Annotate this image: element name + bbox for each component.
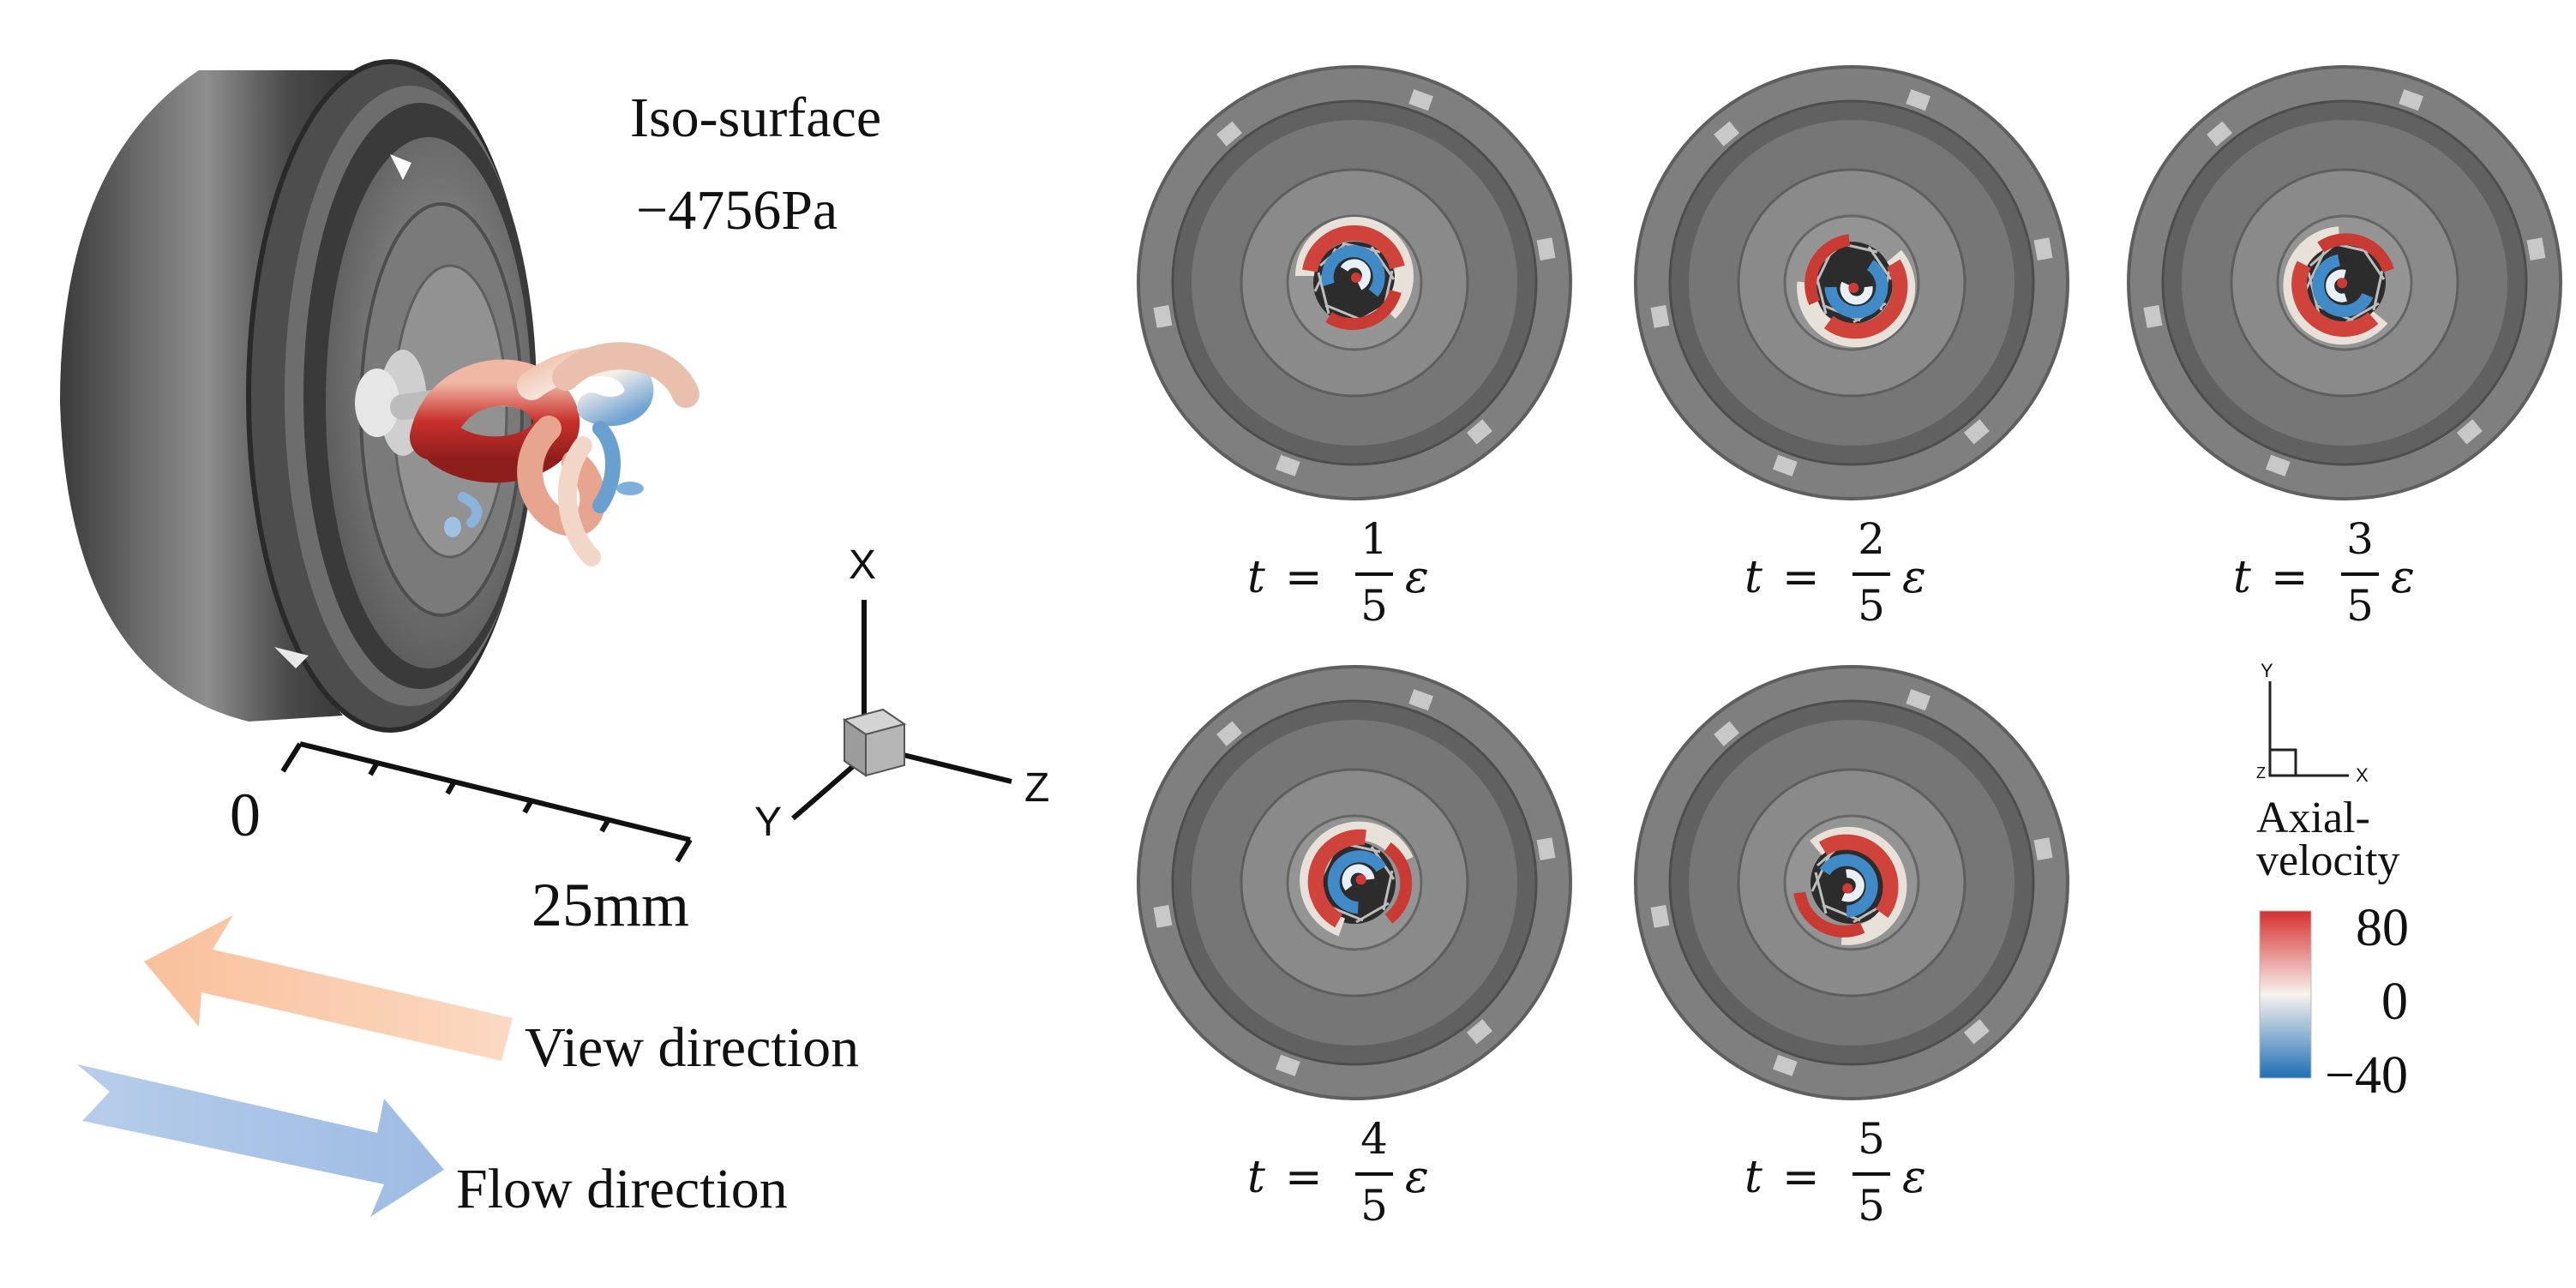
time-denominator: 5 xyxy=(1858,1181,1885,1231)
iso-surface-value: −4756Pa xyxy=(636,179,838,242)
small-axis-x-label: X xyxy=(2356,764,2369,786)
scale-bar xyxy=(280,741,693,863)
fraction-bar xyxy=(1355,572,1393,576)
time-denominator: 5 xyxy=(1360,1181,1388,1231)
fraction-bar xyxy=(1852,572,1890,576)
vortex-iso-surface xyxy=(390,342,700,566)
time-eq: = xyxy=(1782,1152,1820,1203)
axes-triad xyxy=(791,600,1012,821)
time-var: t xyxy=(1247,1152,1265,1203)
flow-direction-arrow xyxy=(77,1064,444,1217)
legend-mid-label: 0 xyxy=(2381,973,2408,1031)
snapshot-disc-2 xyxy=(1634,65,2069,500)
time-numerator: 3 xyxy=(2346,514,2374,564)
view-direction-arrow xyxy=(144,915,513,1061)
small-axis-y-label: Y xyxy=(2261,660,2273,681)
axis-z-label: Z xyxy=(1024,765,1050,811)
colorbar xyxy=(2259,910,2312,1079)
axis-y-label: Y xyxy=(754,800,783,845)
time-symbol: ε xyxy=(1405,552,1429,603)
time-numerator: 4 xyxy=(1360,1114,1388,1164)
time-label-4: t = 4 5 ε xyxy=(1247,1114,1470,1234)
time-numerator: 2 xyxy=(1858,514,1885,564)
axis-x-label: X xyxy=(849,542,877,588)
time-numerator: 5 xyxy=(1858,1114,1885,1164)
time-numerator: 1 xyxy=(1360,514,1388,564)
legend-title-line1: Axial- xyxy=(2256,794,2370,842)
time-denominator: 5 xyxy=(1858,581,1885,631)
time-denominator: 5 xyxy=(2346,581,2374,631)
snapshot-disc-1 xyxy=(1137,65,1572,500)
snapshot-disc-5 xyxy=(1634,665,2069,1100)
fraction-bar xyxy=(1355,1172,1393,1176)
time-eq: = xyxy=(1285,1152,1323,1203)
time-symbol: ε xyxy=(2391,552,2415,603)
time-var: t xyxy=(2233,552,2251,603)
time-symbol: ε xyxy=(1902,1152,1926,1203)
iso-surface-label: Iso-surface xyxy=(630,87,882,149)
time-label-2: t = 2 5 ε xyxy=(1744,514,1967,634)
small-axis-z-label: Z xyxy=(2256,764,2266,782)
legend-min-label: −40 xyxy=(2325,1046,2408,1105)
time-label-3: t = 3 5 ε xyxy=(2233,514,2456,634)
snapshot-disc-4 xyxy=(1137,665,1572,1100)
scale-start-label: 0 xyxy=(230,781,261,849)
time-var: t xyxy=(1744,1152,1762,1203)
legend-title-line2: velocity xyxy=(2256,836,2400,885)
view-direction-label: View direction xyxy=(525,1016,860,1079)
time-eq: = xyxy=(2271,552,2309,603)
time-label-1: t = 1 5 ε xyxy=(1247,514,1470,634)
legend-max-label: 80 xyxy=(2356,899,2409,957)
small-axes xyxy=(2268,681,2349,777)
snapshot-disc-3 xyxy=(2127,65,2562,500)
flow-direction-label: Flow direction xyxy=(456,1158,788,1220)
scale-end-label: 25mm xyxy=(531,871,690,939)
fraction-bar xyxy=(1852,1172,1890,1176)
time-var: t xyxy=(1744,552,1762,603)
fraction-bar xyxy=(2341,572,2379,576)
time-denominator: 5 xyxy=(1360,581,1388,631)
time-var: t xyxy=(1247,552,1265,603)
time-eq: = xyxy=(1782,552,1820,603)
time-symbol: ε xyxy=(1405,1152,1429,1203)
time-symbol: ε xyxy=(1902,552,1926,603)
time-label-5: t = 5 5 ε xyxy=(1744,1114,1967,1234)
time-eq: = xyxy=(1285,552,1323,603)
